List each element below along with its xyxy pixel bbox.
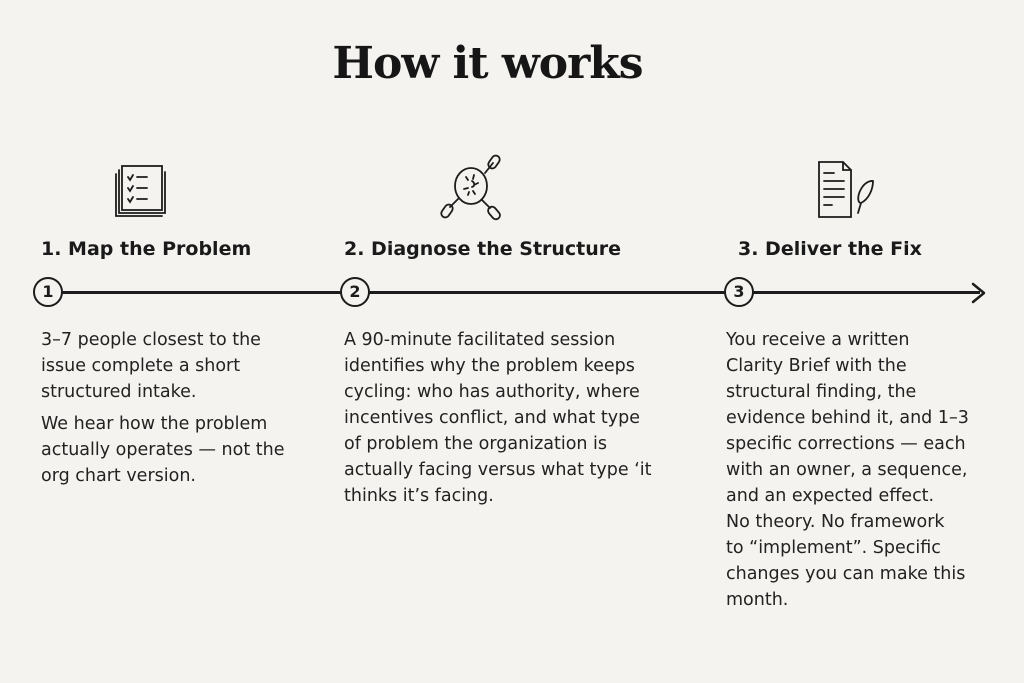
description-line: You receive a written	[726, 330, 910, 350]
description-line: specific corrections — each	[726, 434, 966, 454]
description-paragraph: 3–7 people closest to the issue complete …	[41, 327, 284, 405]
description-line: structured intake.	[41, 382, 197, 402]
description-line: actually facing versus what type ‘it	[344, 460, 652, 480]
step-1-description: 3–7 people closest to the issue complete …	[41, 327, 284, 489]
step-2-description: A 90-minute facilitated session identifie…	[344, 327, 652, 509]
description-line: with an owner, a sequence,	[726, 460, 968, 480]
description-paragraph: No theory. No framework to “implement”. S…	[726, 509, 969, 613]
description-line: structural finding, the	[726, 382, 917, 402]
description-line: No theory. No framework	[726, 512, 945, 532]
description-line: issue complete a short	[41, 356, 241, 376]
step-number-2: 2	[340, 277, 370, 307]
description-line: and an expected effect.	[726, 486, 935, 506]
description-line: 3–7 people closest to the	[41, 330, 261, 350]
description-line: cycling: who has authority, where	[344, 382, 640, 402]
step-number-1: 1	[33, 277, 63, 307]
description-line: We hear how the problem	[41, 414, 268, 434]
step-number-3: 3	[724, 277, 754, 307]
description-line: thinks it’s facing.	[344, 486, 494, 506]
description-paragraph: We hear how the problem actually operates…	[41, 411, 284, 489]
arrow-head-icon	[971, 282, 986, 304]
document-quill-icon	[818, 161, 874, 218]
description-line: org chart version.	[41, 466, 196, 486]
checklist-icon	[115, 165, 166, 217]
description-line: incentives conflict, and what type	[344, 408, 641, 428]
broken-link-magnifier-icon	[440, 154, 501, 221]
step-heading-diagnose: 2. Diagnose the Structure	[344, 238, 622, 260]
timeline-line	[58, 291, 980, 294]
description-line: month.	[726, 590, 789, 610]
description-line: evidence behind it, and 1–3	[726, 408, 969, 428]
description-line: Clarity Brief with the	[726, 356, 907, 376]
description-line: of problem the organization is	[344, 434, 608, 454]
description-line: to “implement”. Specific	[726, 538, 941, 558]
description-line: actually operates — not the	[41, 440, 285, 460]
description-paragraph: A 90-minute facilitated session identifie…	[344, 327, 652, 509]
description-line: changes you can make this	[726, 564, 966, 584]
step-heading-map: 1. Map the Problem	[41, 238, 252, 260]
description-line: A 90-minute facilitated session	[344, 330, 616, 350]
description-line: identifies why the problem keeps	[344, 356, 635, 376]
page-title: How it works	[332, 38, 643, 89]
step-heading-deliver: 3. Deliver the Fix	[738, 238, 922, 260]
